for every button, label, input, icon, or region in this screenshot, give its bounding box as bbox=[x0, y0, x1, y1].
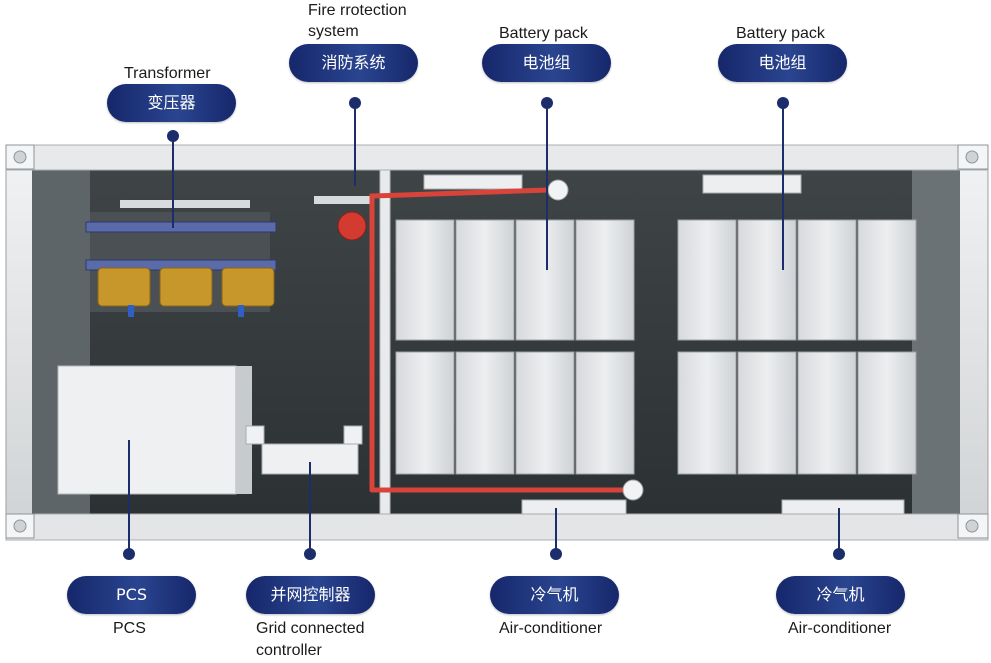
fire-pipe bbox=[369, 187, 636, 493]
dot-ac-2 bbox=[833, 548, 845, 560]
dot-transformer bbox=[167, 130, 179, 142]
leader-pcs bbox=[128, 440, 130, 554]
dot-battery-2 bbox=[777, 97, 789, 109]
pipe-nozzle-bottom bbox=[622, 479, 644, 501]
floor-ac-left bbox=[521, 499, 627, 515]
leader-fire bbox=[354, 104, 356, 186]
air-conditioner-1-en-label: Air-conditioner bbox=[499, 620, 603, 637]
ceiling-ac-right bbox=[702, 174, 802, 194]
fire-protection-zh-badge: 消防系统 bbox=[289, 44, 418, 82]
battery-racks-right bbox=[677, 219, 917, 475]
fire-protection-en-label-line2: system bbox=[308, 23, 359, 40]
leader-ac-1 bbox=[555, 508, 557, 554]
grid-controller-zh-badge: 并网控制器 bbox=[246, 576, 375, 614]
transformer-unit bbox=[85, 212, 277, 317]
grid-controller-en-label-line1: Grid connected bbox=[256, 620, 365, 637]
dot-grid bbox=[304, 548, 316, 560]
corner-castings bbox=[5, 144, 989, 539]
leader-transformer bbox=[172, 140, 174, 228]
leader-battery-2 bbox=[782, 104, 784, 270]
dot-battery-1 bbox=[541, 97, 553, 109]
pcs-zh-badge: PCS bbox=[67, 576, 196, 614]
fire-protection-en-label-line1: Fire rrotection bbox=[308, 2, 407, 19]
transformer-en-label: Transformer bbox=[124, 65, 211, 82]
transformer-zh-badge: 变压器 bbox=[107, 84, 236, 122]
fire-extinguisher bbox=[337, 211, 367, 241]
air-conditioner-2-zh-badge: 冷气机 bbox=[776, 576, 905, 614]
top-beam bbox=[5, 144, 989, 171]
battery-racks-left bbox=[395, 219, 635, 475]
battery-pack-1-en-label: Battery pack bbox=[499, 25, 588, 42]
air-conditioner-2-en-label: Air-conditioner bbox=[788, 620, 892, 637]
leader-battery-1 bbox=[546, 104, 548, 270]
battery-pack-2-zh-badge: 电池组 bbox=[718, 44, 847, 82]
pipe-nozzle-top bbox=[547, 179, 569, 201]
right-wall bbox=[912, 170, 960, 516]
pcs-en-label: PCS bbox=[113, 620, 146, 637]
leader-ac-2 bbox=[838, 508, 840, 554]
leader-grid bbox=[309, 462, 311, 554]
battery-pack-1-zh-badge: 电池组 bbox=[482, 44, 611, 82]
air-conditioner-1-zh-badge: 冷气机 bbox=[490, 576, 619, 614]
ceiling-ac-left bbox=[423, 174, 523, 190]
bottom-beam bbox=[5, 513, 989, 541]
dot-fire bbox=[349, 97, 361, 109]
pcs-cabinet bbox=[57, 365, 237, 495]
container-illustration bbox=[5, 144, 989, 541]
divider-wall bbox=[379, 164, 391, 521]
dot-ac-1 bbox=[550, 548, 562, 560]
battery-pack-2-en-label: Battery pack bbox=[736, 25, 825, 42]
floor-ac-right bbox=[781, 499, 905, 515]
dot-pcs bbox=[123, 548, 135, 560]
grid-controller-en-label-line2: controller bbox=[256, 642, 322, 659]
